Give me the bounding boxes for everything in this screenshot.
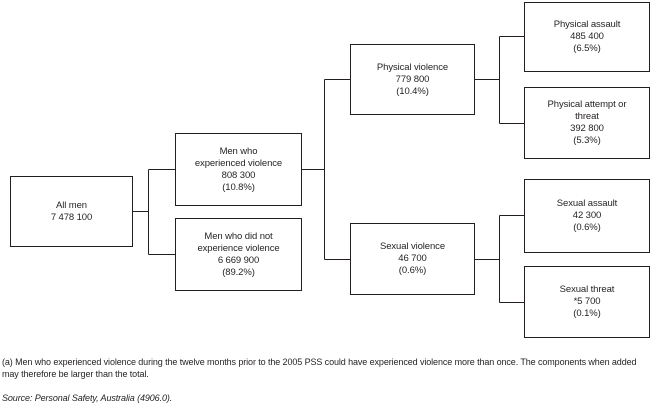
node-value: 808 300 (221, 169, 256, 181)
node-percent: (10.8%) (222, 181, 255, 193)
node-value: 6 669 900 (217, 254, 260, 266)
node-label: experience violence (197, 242, 280, 254)
node-percent: (5.3%) (573, 135, 601, 146)
node-value: 485 400 (570, 31, 604, 42)
node-label: Physical violence (376, 61, 449, 73)
node-physical-assault: Physical assault 485 400 (6.5%) (524, 2, 650, 72)
node-men-experienced-violence: Men who experienced violence 808 300 (10… (175, 133, 302, 206)
source-note: Source: Personal Safety, Australia (4906… (2, 393, 173, 403)
node-label: threat (575, 111, 599, 122)
node-label: Sexual threat (559, 284, 615, 295)
node-label: experienced violence (194, 157, 283, 169)
node-percent: (89.2%) (222, 266, 255, 278)
node-label: All men (56, 199, 87, 211)
node-value: 779 800 (395, 73, 430, 85)
node-men-did-not-experience-violence: Men who did not experience violence 6 66… (175, 218, 302, 291)
node-percent: (6.5%) (573, 43, 601, 54)
node-percent: (0.6%) (573, 222, 601, 233)
node-percent: (10.4%) (396, 85, 429, 97)
node-label: Men who did not (204, 230, 273, 242)
node-sexual-violence: Sexual violence 46 700 (0.6%) (350, 223, 475, 295)
node-value: *5 700 (573, 296, 601, 307)
footnote-a: (a) Men who experienced violence during … (2, 357, 637, 379)
node-label: Sexual violence (379, 241, 446, 252)
node-label: Sexual assault (556, 198, 618, 209)
node-percent: (0.6%) (398, 265, 427, 276)
node-physical-violence: Physical violence 779 800 (10.4%) (350, 44, 475, 115)
node-all-men: All men 7 478 100 (10, 176, 133, 247)
node-label: Physical assault (553, 19, 621, 30)
node-sexual-threat: Sexual threat *5 700 (0.1%) (524, 266, 650, 338)
node-value: 42 300 (572, 210, 602, 221)
node-value: 7 478 100 (50, 211, 93, 223)
node-value: 46 700 (398, 253, 427, 264)
node-value: 392 800 (570, 123, 604, 134)
node-label: Physical attempt or (547, 99, 627, 110)
node-percent: (0.1%) (573, 308, 601, 319)
node-sexual-assault: Sexual assault 42 300 (0.6%) (524, 179, 650, 253)
node-physical-attempt-or-threat: Physical attempt or threat 392 800 (5.3%… (524, 87, 650, 159)
node-label: Men who (219, 145, 258, 157)
